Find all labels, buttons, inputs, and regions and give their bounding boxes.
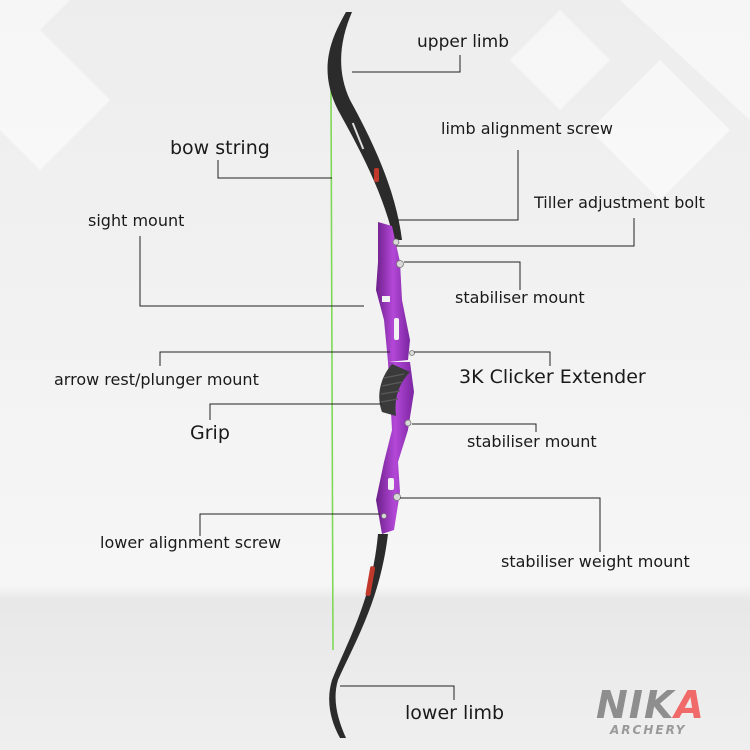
label-sight-mount: sight mount — [88, 211, 185, 230]
hardware-points — [381, 238, 415, 519]
label-stabiliser-mount-upper: stabiliser mount — [455, 288, 585, 307]
upper-limb-text — [351, 122, 365, 150]
leader-stabiliser-mount-upper — [404, 261, 521, 290]
label-limb-alignment-screw: limb alignment screw — [441, 119, 613, 138]
label-upper-limb: upper limb — [417, 32, 510, 52]
label-lower-alignment-screw: lower alignment screw — [100, 533, 282, 552]
leader-limb-alignment-screw — [396, 150, 519, 221]
brand-logo-main: NIK — [596, 683, 675, 727]
riser-cutouts — [382, 296, 399, 490]
label-stabiliser-weight-mount: stabiliser weight mount — [501, 552, 690, 571]
leader-lower-alignment-screw — [199, 513, 380, 536]
label-lower-limb: lower limb — [405, 702, 505, 724]
upper-limb — [327, 12, 402, 240]
label-stabiliser-mount-lower: stabiliser mount — [467, 432, 597, 451]
label-grip: Grip — [190, 422, 230, 444]
leader-sight-mount — [139, 236, 364, 307]
leader-lower-limb — [340, 685, 455, 700]
label-bow-string: bow string — [170, 137, 270, 159]
leader-upper-limb — [352, 55, 461, 73]
leader-bow-string — [217, 160, 332, 179]
brand-logo-sub: ARCHERY — [610, 723, 687, 737]
brand-logo-wordmark: NIKA — [596, 686, 705, 724]
grip-ridges — [380, 373, 405, 403]
riser-lower — [376, 362, 414, 534]
leader-lines — [139, 55, 635, 700]
label-clicker-extender: 3K Clicker Extender — [459, 366, 646, 388]
lower-limb — [329, 534, 388, 738]
riser — [376, 222, 410, 362]
lower-limb-decal — [365, 566, 376, 596]
background-pattern — [0, 0, 750, 200]
label-tiller-adjustment-bolt: Tiller adjustment bolt — [534, 193, 705, 212]
leader-stabiliser-mount-lower — [412, 423, 537, 432]
leader-arrow-rest — [159, 351, 390, 366]
upper-limb-decal — [374, 168, 379, 182]
leader-tiller-adjustment-bolt — [396, 218, 635, 247]
brand-logo-accent: A — [674, 683, 705, 727]
leader-grip — [209, 403, 382, 420]
brand-logo: NIKA ARCHERY — [596, 686, 746, 746]
leader-stabiliser-weight-mount — [400, 497, 601, 552]
label-arrow-rest-plunger-mount: arrow rest/plunger mount — [54, 370, 259, 389]
bow-string — [330, 89, 334, 651]
leader-clicker-extender — [414, 351, 551, 366]
